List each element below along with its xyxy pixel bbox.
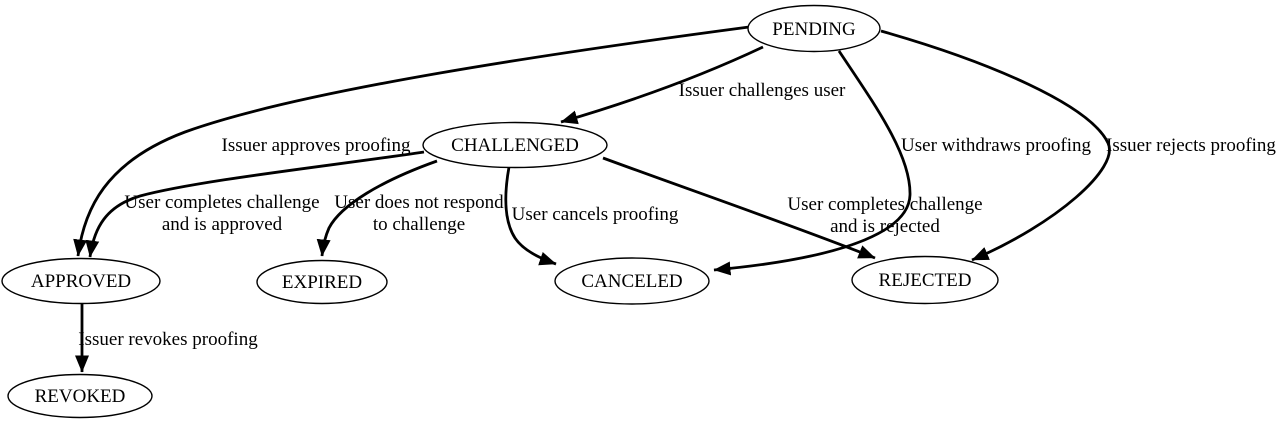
node-canceled-shape	[554, 257, 710, 305]
edge-challenged-approved: User completes challenge and is approved	[85, 150, 425, 258]
edge-challenged-approved-path	[85, 150, 425, 258]
edge-pending-approved: Issuer approves proofing	[73, 25, 750, 257]
edge-pending-canceled-label: User withdraws proofing	[901, 135, 1091, 156]
edge-challenged-approved-label-line2: and is approved	[162, 214, 283, 235]
node-challenged-shape	[422, 121, 608, 169]
edge-pending-canceled-path	[713, 50, 912, 276]
edge-challenged-expired-label-line2: to challenge	[373, 214, 465, 235]
edge-pending-rejected: Issuer rejects proofing	[880, 29, 1276, 262]
node-rejected: REJECTED	[851, 255, 999, 305]
edge-challenged-approved-label-line1: User completes challenge	[124, 192, 319, 213]
node-revoked-label: REVOKED	[35, 386, 126, 407]
edge-pending-approved-path	[73, 25, 750, 257]
node-pending-label: PENDING	[772, 19, 856, 40]
edge-pending-approved-label: Issuer approves proofing	[222, 135, 411, 156]
node-approved-label: APPROVED	[31, 271, 131, 292]
edge-challenged-rejected-path	[602, 156, 876, 260]
node-expired-label: EXPIRED	[282, 272, 362, 293]
edge-challenged-canceled-path	[504, 166, 557, 266]
edge-pending-rejected-path	[880, 29, 1111, 262]
node-rejected-label: REJECTED	[879, 270, 972, 291]
edge-pending-rejected-label: Issuer rejects proofing	[1106, 135, 1276, 156]
edge-pending-challenged: Issuer challenges user	[560, 45, 846, 125]
node-canceled: CANCELED	[554, 257, 710, 305]
edge-challenged-rejected-label-line2: and is rejected	[830, 216, 940, 237]
node-pending-shape	[747, 4, 881, 53]
node-revoked-shape	[7, 373, 153, 419]
edge-pending-challenged-path	[560, 45, 764, 125]
node-canceled-label: CANCELED	[581, 271, 682, 292]
edge-approved-revoked: Issuer revokes proofing	[75, 304, 258, 373]
edge-challenged-expired-label-line1: User does not respond	[334, 192, 504, 213]
edge-challenged-expired: User does not respond to challenge	[316, 159, 504, 257]
edge-challenged-expired-path	[316, 159, 438, 257]
node-expired-shape	[256, 259, 388, 305]
node-pending: PENDING	[747, 4, 881, 53]
edge-challenged-canceled: User cancels proofing	[504, 166, 679, 266]
edge-challenged-rejected: User completes challenge and is rejected	[602, 156, 983, 260]
edge-pending-canceled: User withdraws proofing	[713, 50, 1091, 276]
edge-approved-revoked-label: Issuer revokes proofing	[78, 329, 258, 350]
node-revoked: REVOKED	[7, 373, 153, 419]
node-approved-shape	[1, 257, 161, 305]
edge-pending-challenged-label: Issuer challenges user	[679, 80, 846, 101]
node-challenged-label: CHALLENGED	[451, 135, 579, 156]
node-challenged: CHALLENGED	[422, 121, 608, 169]
edge-challenged-canceled-label: User cancels proofing	[512, 204, 679, 225]
node-rejected-shape	[851, 255, 999, 305]
node-approved: APPROVED	[1, 257, 161, 305]
node-expired: EXPIRED	[256, 259, 388, 305]
edge-challenged-rejected-label-line1: User completes challenge	[787, 194, 982, 215]
